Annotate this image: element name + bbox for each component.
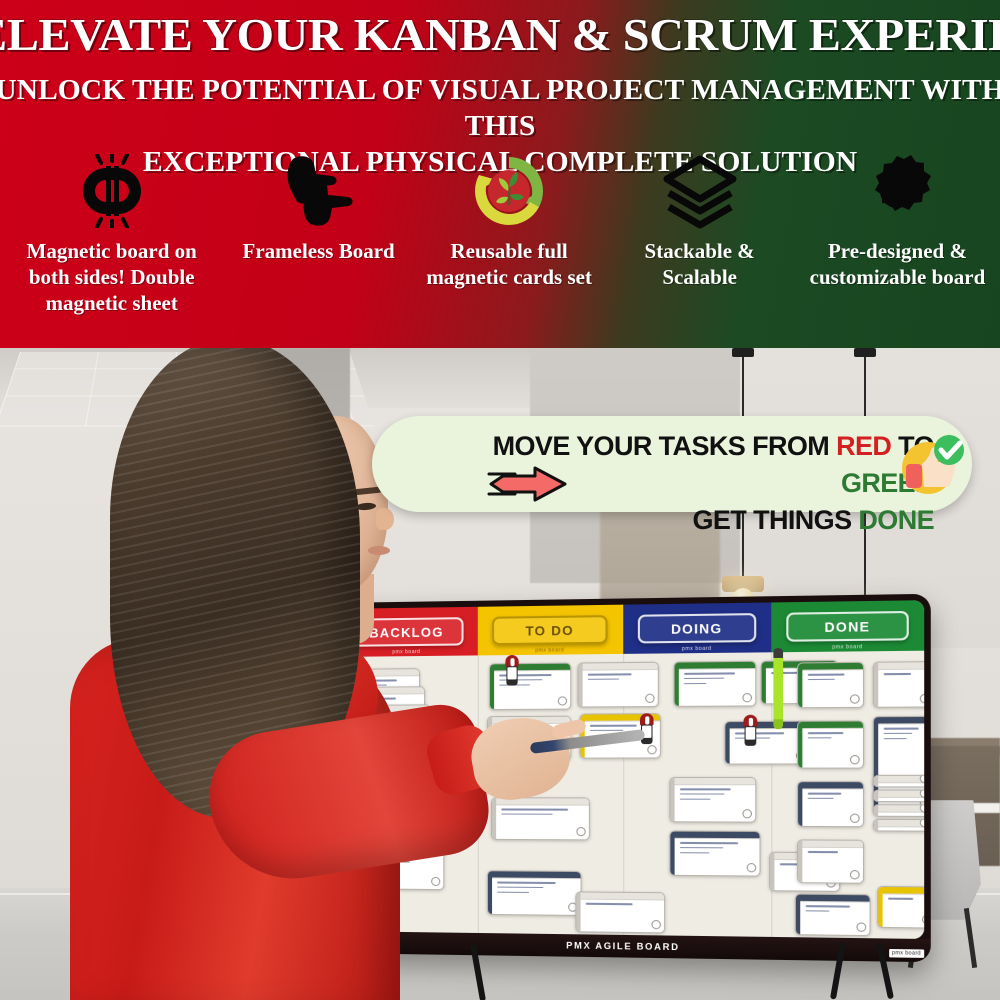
feature-label: Reusable full magnetic cards set <box>426 239 592 289</box>
column-label: DOING <box>637 613 757 644</box>
callout-prefix: MOVE YOUR TASKS FROM <box>492 431 837 461</box>
callout-text: MOVE YOUR TASKS FROM RED TO GREEN GET TH… <box>394 428 935 539</box>
callout-line-2: GET THINGS DONE <box>394 502 934 539</box>
page-subtitle: UNLOCK THE POTENTIAL OF VISUAL PROJECT M… <box>0 72 1000 180</box>
brand-tag: pmx board <box>681 645 712 653</box>
lamp-shade-1 <box>722 576 764 592</box>
brand-tag: pmx board <box>832 644 863 651</box>
task-card[interactable] <box>486 870 582 916</box>
whiteboard-marker[interactable] <box>773 648 784 730</box>
feature-item-stackable: Stackable & Scalable <box>604 148 795 290</box>
feature-label: Stackable & Scalable <box>644 239 755 289</box>
task-card[interactable] <box>673 660 757 707</box>
nose <box>376 508 394 530</box>
callout-word-done: DONE <box>858 505 934 535</box>
task-card[interactable] <box>794 893 871 937</box>
task-card[interactable] <box>491 797 590 841</box>
column-header-done[interactable]: DONE pmx board <box>771 600 925 653</box>
brand-tag: pmx board <box>535 647 565 654</box>
task-card[interactable] <box>489 662 572 711</box>
lamp-mount-1 <box>732 348 754 357</box>
task-card[interactable] <box>575 891 666 934</box>
feature-label: Pre-designed & customizable board <box>809 239 986 289</box>
magnet-icon <box>66 148 158 234</box>
feature-item-frameless: Frameless Board <box>223 148 414 264</box>
column-label: TO DO <box>491 615 609 646</box>
feature-list: Magnetic board on both sides! Double mag… <box>0 148 1000 344</box>
callout-prefix-2: GET THINGS <box>692 505 859 535</box>
column-header-todo[interactable]: TO DO pmx board <box>477 604 623 656</box>
task-card[interactable] <box>797 720 865 769</box>
task-card[interactable] <box>577 661 659 708</box>
column-label: DONE <box>786 610 909 642</box>
feature-item-magnetic: Magnetic board on both sides! Double mag… <box>0 148 223 316</box>
presenter <box>60 348 646 1000</box>
task-card[interactable] <box>797 661 865 709</box>
task-card[interactable] <box>872 774 925 788</box>
task-card[interactable] <box>669 830 761 877</box>
magnet-clip[interactable] <box>505 654 519 686</box>
task-card[interactable] <box>877 885 925 929</box>
task-card[interactable] <box>872 818 925 832</box>
recycle-leaf-icon <box>467 148 551 234</box>
task-card[interactable] <box>872 661 925 708</box>
subtitle-line-1: UNLOCK THE POTENTIAL OF VISUAL PROJECT M… <box>0 74 1000 142</box>
callout-banner: MOVE YOUR TASKS FROM RED TO GREEN GET TH… <box>372 416 972 535</box>
callout-line-1: MOVE YOUR TASKS FROM RED TO GREEN <box>394 428 935 502</box>
callout-word-red: RED <box>836 431 892 461</box>
page-title: ELEVATE YOUR KANBAN & SCRUM EXPERIENCE <box>0 9 1000 60</box>
header-banner: ELEVATE YOUR KANBAN & SCRUM EXPERIENCE U… <box>0 0 1000 348</box>
task-card[interactable] <box>797 781 865 828</box>
feature-label: Frameless Board <box>242 239 395 263</box>
board-brand-label: PMX AGILE BOARD <box>566 940 680 953</box>
task-card[interactable] <box>872 789 925 803</box>
feature-item-reusable: Reusable full magnetic cards set <box>414 148 605 290</box>
brand-tag: pmx board <box>888 948 925 958</box>
thumbs-up-check-icon <box>896 430 964 498</box>
lamp-mount-2 <box>854 348 876 357</box>
task-card[interactable] <box>797 839 865 884</box>
lips <box>368 546 390 555</box>
task-card[interactable] <box>872 804 925 817</box>
magnet-clip[interactable] <box>743 714 758 746</box>
right-arrow-icon <box>485 464 571 504</box>
gear-check-icon <box>855 148 939 234</box>
task-card[interactable] <box>669 776 757 823</box>
pointing-hands-icon <box>277 148 361 234</box>
column-header-doing[interactable]: DOING pmx board <box>622 602 772 654</box>
layers-icon <box>659 148 741 234</box>
feature-item-predesigned: Pre-designed & customizable board <box>795 148 1000 290</box>
board-column-headers: BACKLOG pmx board TO DO pmx board DOING … <box>335 600 925 657</box>
feature-label: Magnetic board on both sides! Double mag… <box>26 239 197 315</box>
